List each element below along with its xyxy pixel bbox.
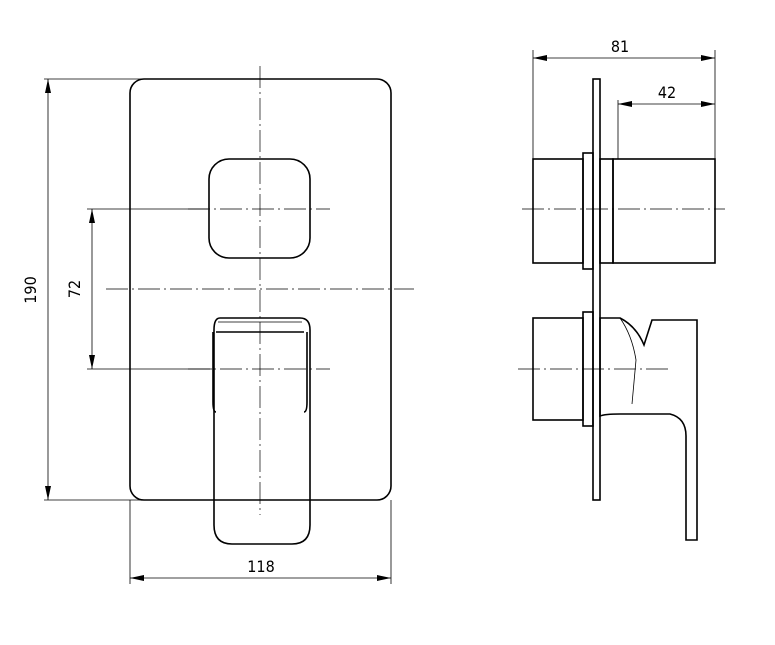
lever-handle: [213, 317, 311, 545]
upper-body: [532, 158, 584, 264]
side-cover-plate: [592, 78, 601, 501]
dimension-knob-depth: 42: [658, 83, 676, 102]
side-view: 81 42: [518, 37, 725, 541]
dimension-plate-width: 118: [247, 557, 274, 576]
dimension-axis-spacing: 72: [65, 280, 84, 298]
side-lever-neck: [619, 317, 637, 405]
side-lever: [599, 317, 698, 541]
front-view: 190 72 118: [21, 66, 414, 584]
dimension-plate-height: 190: [21, 276, 40, 303]
diverter-knob: [208, 158, 311, 259]
cover-plate: [129, 78, 392, 501]
upper-flange: [582, 152, 594, 270]
side-diverter-knob-cap: [612, 158, 716, 264]
dimension-total-depth: 81: [611, 37, 629, 56]
side-diverter-knob: [599, 158, 614, 264]
